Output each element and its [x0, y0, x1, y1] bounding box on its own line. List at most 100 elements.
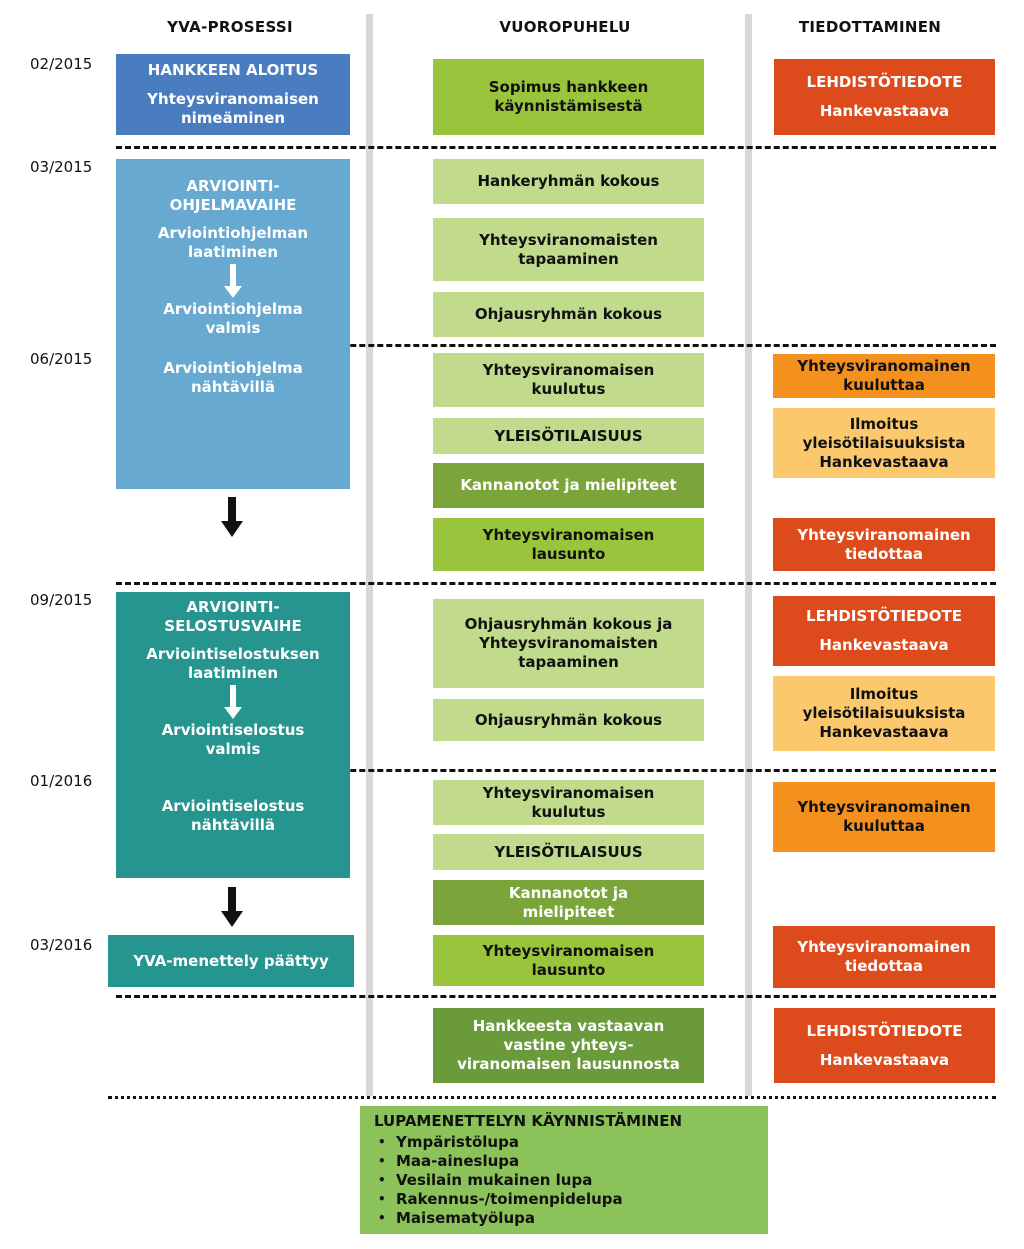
kuulutus-box: Yhteysviranomaisen kuulutus [433, 780, 704, 825]
lupa-list-item: • Maisematyölupa [374, 1209, 754, 1228]
box-text: yleisötilaisuuksista [802, 704, 966, 722]
column-divider-right [745, 14, 752, 1096]
black-down-arrow-icon [221, 887, 243, 927]
date-label: 03/2016 [30, 936, 93, 954]
lupa-title: LUPAMENETTELYN KÄYNNISTÄMINEN [374, 1112, 683, 1130]
yva-menettely-paattyy-box: YVA-menettely päättyy [108, 935, 354, 987]
arviointiohjelmavaihe-box: ARVIOINTI- OHJELMAVAIHE Arviointiohjelma… [116, 159, 350, 489]
lausunto-box: Yhteysviranomaisen lausunto [433, 935, 704, 986]
box-text: kuuluttaa [843, 376, 925, 394]
lehdistotiedote-box: LEHDISTÖTIEDOTE Hankevastaava [774, 1008, 995, 1083]
box-text: Yhteysviranomainen [797, 357, 971, 375]
box-text: Yhteysviranomaisen [147, 90, 319, 108]
lupa-item-text: Maa-aineslupa [396, 1152, 520, 1170]
box-text: laatiminen [188, 243, 278, 261]
box-text: Arviointiohjelma [163, 359, 303, 377]
lupa-list-item: •Rakennus-/toimenpidelupa [374, 1190, 754, 1209]
box-text: Hankevastaava [819, 1050, 950, 1069]
kannanotot-box: Kannanotot ja mielipiteet [433, 463, 704, 508]
column-divider-left [366, 14, 373, 1096]
lupa-list-item: • Ympäristölupa [374, 1133, 754, 1152]
yhteysviranomaisten-tapaaminen-box: Yhteysviranomaisten tapaaminen [433, 218, 704, 281]
box-text: Hankevastaava [819, 452, 949, 471]
phase-separator [116, 582, 996, 585]
kuulutus-box: Yhteysviranomaisen kuulutus [433, 353, 704, 407]
box-text: vastine yhteys- [503, 1036, 634, 1054]
bullet-icon: • [378, 1173, 386, 1187]
box-text: nimeäminen [180, 109, 286, 127]
date-label: 09/2015 [30, 591, 93, 609]
black-down-arrow-icon [221, 497, 243, 537]
box-text: valmis [205, 740, 261, 758]
kuuluttaa-box: Yhteysviranomainen kuuluttaa [773, 354, 995, 398]
tiedottaa-box: Yhteysviranomainen tiedottaa [773, 926, 995, 988]
box-text: viranomaisen lausunnosta [457, 1055, 680, 1073]
box-text: Yhteysviranomaisen [482, 941, 655, 960]
box-text: Yhteysviranomainen [797, 798, 971, 816]
box-text: Hankeryhmän kokous [477, 172, 660, 190]
box-text: Sopimus hankkeen [488, 78, 649, 96]
lehdistotiedote-box: LEHDISTÖTIEDOTE Hankevastaava [774, 59, 995, 135]
white-down-arrow-icon [224, 264, 242, 298]
box-text: Arviointiohjelma [163, 300, 303, 318]
bullet-icon: • [378, 1154, 386, 1168]
box-text: valmis [205, 319, 261, 337]
box-text: tiedottaa [844, 544, 924, 563]
box-text: Arviointiselostus [161, 797, 305, 815]
box-text: Arviointiselostus [161, 721, 305, 739]
kuuluttaa-box: Yhteysviranomainen kuuluttaa [773, 782, 995, 852]
header-tiedottaminen: TIEDOTTAMINEN [798, 18, 942, 36]
phase-separator [116, 769, 996, 772]
bullet-icon: • [378, 1135, 386, 1149]
lausunto-box: Yhteysviranomaisen lausunto [433, 518, 704, 571]
box-text: Ohjausryhmän kokous [474, 305, 663, 323]
box-text: Yhteysviranomaisen [482, 783, 655, 802]
box-text: lausunto [531, 544, 606, 563]
tiedottaa-box: Yhteysviranomainen tiedottaa [773, 518, 995, 571]
lupa-item-text: Ympäristölupa [396, 1133, 519, 1151]
phase-separator [116, 344, 996, 347]
box-text: Yhteysviranomaisten [479, 230, 658, 249]
box-text: Arviointiohjelman [157, 224, 309, 242]
box-text: Hankevastaava [819, 636, 949, 654]
bullet-icon: • [378, 1211, 386, 1225]
box-text: kuulutus [531, 380, 606, 398]
vastine-box: Hankkeesta vastaavan vastine yhteys- vir… [433, 1008, 704, 1083]
date-label: 01/2016 [30, 772, 93, 790]
arviointiselostusvaihe-box: ARVIOINTI- SELOSTUSVAIHE Arviointiselost… [116, 592, 350, 878]
lupa-item-text: Maisematyölupa [396, 1209, 535, 1227]
box-title: LEHDISTÖTIEDOTE [806, 73, 963, 91]
phase-separator [116, 995, 996, 998]
box-text: tapaaminen [518, 249, 619, 268]
box-title: ARVIOINTI- [186, 598, 280, 616]
box-title: HANKKEEN ALOITUS [147, 61, 319, 79]
box-text: Yhteysviranomainen [797, 938, 971, 956]
hankkeen-aloitus-box: HANKKEEN ALOITUS Yhteysviranomaisen nime… [116, 54, 350, 135]
yleisotilaisuus-box: YLEISÖTILAISUUS [433, 418, 704, 454]
date-label: 03/2015 [30, 158, 93, 176]
ilmoitus-box: Ilmoitus yleisötilaisuuksista Hankevasta… [773, 676, 995, 751]
box-title: ARVIOINTI- [186, 177, 280, 195]
box-title: LEHDISTÖTIEDOTE [806, 607, 962, 625]
lupa-list-item: • Maa-aineslupa [374, 1152, 754, 1171]
box-text: Yhteysviranomainen [797, 525, 971, 544]
box-text: nähtävillä [190, 816, 276, 834]
header-vuoropuhelu: VUOROPUHELU [499, 18, 631, 36]
lupa-list-item: •Vesilain mukainen lupa [374, 1171, 754, 1190]
box-text: kuuluttaa [843, 817, 925, 835]
sopimus-box: Sopimus hankkeen käynnistämisestä [433, 59, 704, 135]
lupamenettely-box: LUPAMENETTELYN KÄYNNISTÄMINEN • Ympäristö… [360, 1106, 768, 1234]
yleisotilaisuus-box: YLEISÖTILAISUUS [433, 834, 704, 870]
box-text: lausunto [531, 960, 606, 979]
box-text: YVA-menettely päättyy [133, 951, 329, 970]
lupa-separator [108, 1096, 996, 1099]
box-text: Ohjausryhmän kokous [474, 710, 663, 729]
bullet-icon: • [378, 1192, 386, 1206]
box-text: Kannanotot ja mielipiteet [460, 476, 677, 494]
box-text: Kannanotot ja [508, 883, 629, 902]
box-text: Hankkeesta vastaavan [472, 1017, 665, 1035]
box-text: laatiminen [188, 664, 278, 682]
box-title: LEHDISTÖTIEDOTE [806, 1021, 963, 1040]
box-text: nähtävillä [190, 378, 276, 396]
ohjausryhma-ja-tapaaminen-box: Ohjausryhmän kokous ja Yhteysviranomaist… [433, 599, 704, 688]
